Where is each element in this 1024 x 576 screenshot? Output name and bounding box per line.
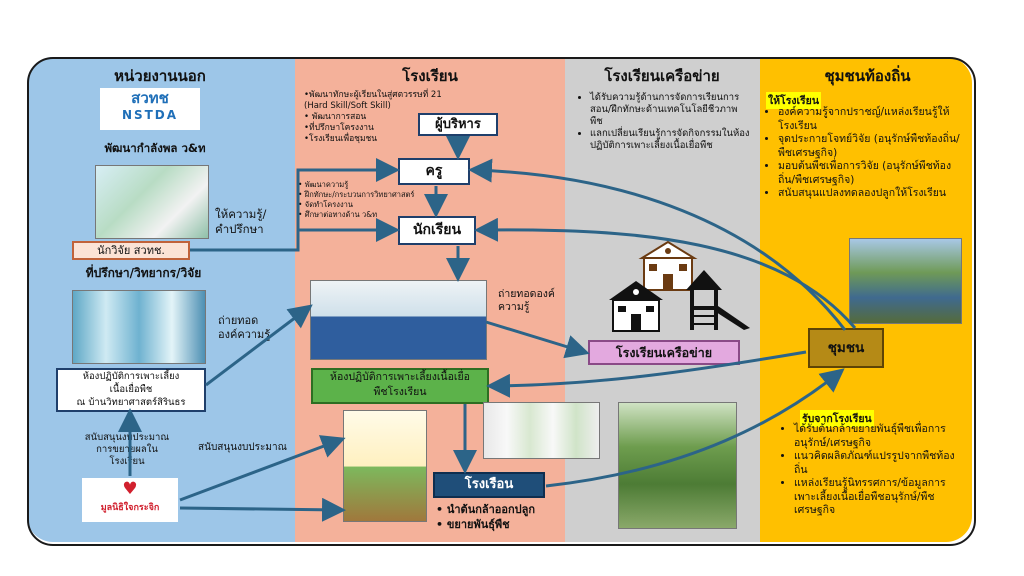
- tissue-culture-photo: [72, 290, 206, 364]
- school-transfer-label: ถ่ายทอดองค์ ความรู้: [498, 288, 555, 313]
- network-bullets: ได้รับความรู้ด้านการจัดการเรียนการสอน/ฝึ…: [578, 92, 750, 152]
- school-top-bullet: •โรงเรียนเพื่อชุมชน: [304, 134, 378, 144]
- arrow-community-student: [474, 217, 857, 329]
- arrow-researcher-teacher: [190, 158, 400, 252]
- arrow-community-schoollab: [486, 350, 807, 398]
- budget-label-2: สนับสนุนงบประมาณ: [198, 442, 287, 453]
- title-network: โรงเรียนเครือข่าย: [604, 67, 720, 85]
- heart-icon: ♥: [122, 479, 138, 499]
- greenhouse-bullet: • ขยายพันธุ์พืช: [436, 518, 510, 531]
- workforce-label: พัฒนากำลังพล ว&ท: [104, 141, 206, 155]
- advisor-label: ที่ปรึกษา/วิทยากร/วิจัย: [85, 266, 202, 280]
- network-bullet: ได้รับความรู้ด้านการจัดการเรียนการสอน/ฝึ…: [590, 92, 750, 128]
- title-external: หน่วยงานนอก: [114, 67, 206, 85]
- nstda-logo: สวทช NSTDA: [100, 88, 200, 130]
- arrow-foundation-greenhouse-2: [179, 497, 346, 522]
- receive-bullets: ได้รับต้นกล้าขยายพันธุ์พืชเพื่อการอนุรัก…: [782, 423, 964, 518]
- students-lab-photo: [310, 280, 487, 360]
- give-bullets: องค์ความรู้จากปราชญ์/แหล่งเรียนรู้ให้โรง…: [766, 106, 964, 201]
- greenhouse-bullet: • นำต้นกล้าออกปลูก: [436, 503, 536, 516]
- budget-label-1: สนับสนุนงบประมาณ การขยายผลใน โรงเรียน: [84, 432, 170, 467]
- external-transfer-label: ถ่ายทอด องค์ความรู้: [218, 314, 271, 341]
- title-community: ชุมชนท้องถิ่น: [824, 67, 911, 85]
- community-box: ชุมชน: [808, 328, 884, 368]
- greenhouse-drawing: [343, 410, 427, 522]
- teacher-bullets: • พัฒนาความรู้ • ฝึกทักษะ/กระบวนการวิทยา…: [298, 180, 415, 220]
- teacher-bullet: • พัฒนาความรู้: [298, 180, 349, 189]
- arrow-lab-schoollab: [205, 304, 313, 387]
- school-lab-box: ห้องปฏิบัติการเพาะเลี้ยงเนื้อเยื่อ พืชโร…: [311, 368, 489, 404]
- school-icon: [605, 278, 667, 333]
- community-group-photo: [849, 238, 962, 324]
- receive-bullet: แนวคิดผลิตภัณฑ์แปรรูปจากพืชท้องถิ่น: [794, 450, 964, 477]
- nstda-logo-thai: สวทช: [131, 89, 169, 107]
- teacher-bullet: • ศึกษาต่อทางด้าน ว&ท: [298, 210, 378, 219]
- arrow-greenhouse-community: [545, 368, 845, 488]
- foundation-logo-text: มูลนิธิใจกระจิก: [100, 503, 160, 513]
- teacher-bullet: • ฝึกทักษะ/กระบวนการวิทยาศาสตร์: [298, 190, 415, 199]
- field-photo: [618, 402, 737, 529]
- teacher-bullet: • จัดทำโครงงาน: [298, 200, 353, 209]
- diagram-frame: [27, 57, 976, 546]
- receive-bullet: แหล่งเรียนรู้นิทรรศการ/ข้อมูลการเพาะเลี้…: [794, 477, 964, 518]
- school-top-bullet: • พัฒนาการสอน: [304, 112, 367, 122]
- admin-box: ผู้บริหาร: [418, 113, 498, 136]
- school-top-bullet: (Hard Skill/Soft Skill): [304, 101, 391, 111]
- school-top-bullet: •ที่ปรึกษาโครงงาน: [304, 123, 374, 133]
- nstda-logo-en: NSTDA: [121, 108, 179, 122]
- lab-researchers-photo: [95, 165, 209, 239]
- school-building-icon: [632, 240, 704, 292]
- give-bullet: มอบต้นพืชเพื่อการวิจัย (อนุรักษ์พืชท้องถ…: [778, 160, 964, 187]
- school-top-bullet: •พัฒนาทักษะผู้เรียนในสู่ศตวรรษที่ 21: [304, 90, 442, 100]
- arrow-community-teacher: [468, 158, 847, 331]
- receive-heading: รับจากโรงเรียน: [800, 410, 874, 427]
- give-heading: ให้โรงเรียน: [766, 92, 822, 109]
- school-top-bullets: •พัฒนาทักษะผู้เรียนในสู่ศตวรรษที่ 21 (Ha…: [304, 90, 442, 145]
- researcher-box: นักวิจัย สวทช.: [72, 241, 190, 260]
- title-school: โรงเรียน: [402, 67, 458, 85]
- give-bullet: จุดประกายโจทย์วิจัย (อนุรักษ์พืชท้องถิ่น…: [778, 133, 964, 160]
- greenhouse-box: โรงเรือน: [433, 472, 545, 498]
- foundation-logo: ♥ มูลนิธิใจกระจิก: [82, 478, 178, 522]
- arrow-foundation-greenhouse: [179, 435, 346, 502]
- receive-bullet: ได้รับต้นกล้าขยายพันธุ์พืชเพื่อการอนุรัก…: [794, 423, 964, 450]
- network-bullet: แลกเปลี่ยนเรียนรู้การจัดกิจกรรมในห้องปฏิ…: [590, 128, 750, 152]
- give-bullet: องค์ความรู้จากปราชญ์/แหล่งเรียนรู้ให้โรง…: [778, 106, 964, 133]
- greenhouse-bullets: • นำต้นกล้าออกปลูก • ขยายพันธุ์พืช: [436, 502, 566, 532]
- arrow-schoollab-network: [485, 320, 590, 359]
- culture-jars-photo: [483, 402, 600, 459]
- playground-icon: [680, 268, 752, 332]
- advice-label: ให้ความรู้/ คำปรึกษา: [215, 207, 267, 236]
- network-school-box: โรงเรียนเครือข่าย: [588, 340, 740, 365]
- give-bullet: สนับสนุนแปลงทดลองปลูกให้โรงเรียน: [778, 187, 964, 201]
